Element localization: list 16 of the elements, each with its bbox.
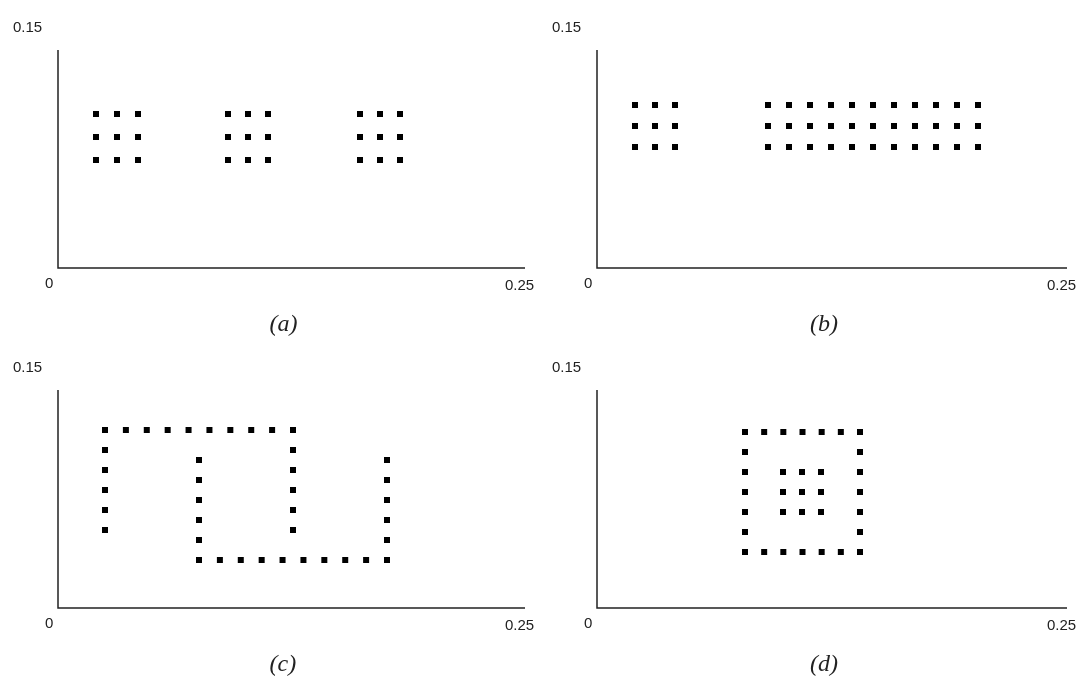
- axis-tick-label: 0.15: [13, 358, 43, 375]
- panel-caption: (a): [269, 310, 298, 337]
- axis-tick-label: 0.25: [1047, 276, 1077, 293]
- axis-tick-label: 0.25: [505, 616, 535, 633]
- axis-tick-label: 0.15: [552, 18, 582, 35]
- axis-tick-label: 0.15: [13, 18, 43, 35]
- panel-caption: (d): [810, 650, 838, 677]
- axis-tick-label: 0.15: [552, 358, 582, 375]
- panel-caption: (b): [810, 310, 838, 337]
- axis-tick-label: 0: [584, 614, 593, 631]
- axis-tick-label: 0: [45, 614, 54, 631]
- panel-caption: (c): [269, 650, 297, 677]
- axis-tick-label: 0.25: [1047, 616, 1077, 633]
- axis-tick-label: 0: [45, 274, 54, 291]
- axis-tick-label: 0.25: [505, 276, 535, 293]
- axis-tick-label: 0: [584, 274, 593, 291]
